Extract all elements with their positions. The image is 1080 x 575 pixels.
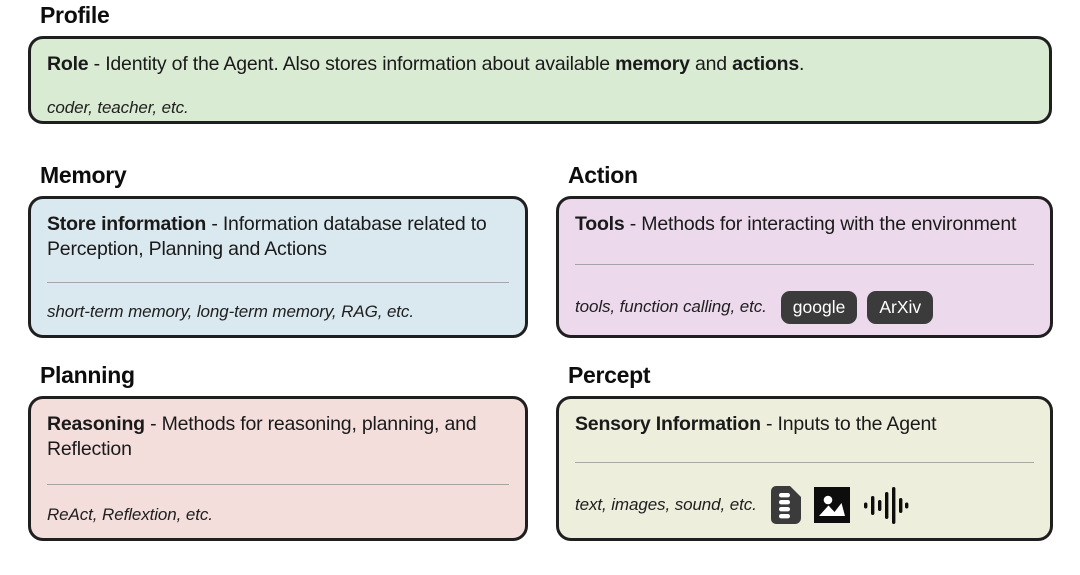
card-action: Tools - Methods for interacting with the… — [556, 196, 1053, 338]
card-title-text: - Methods for interacting with the envir… — [624, 213, 1017, 235]
section-percept: Percept Sensory Information - Inputs to … — [556, 364, 1053, 541]
section-heading-action: Action — [568, 162, 638, 188]
card-divider — [47, 282, 509, 284]
card-title-keyword: Tools — [575, 213, 625, 235]
section-heading-percept: Percept — [568, 362, 651, 388]
card-title-text-mid: and — [689, 53, 733, 75]
section-heading-memory: Memory — [40, 162, 127, 188]
card-divider — [47, 483, 509, 485]
card-footer-memory: short-term memory, long-term memory, RAG… — [47, 302, 509, 322]
card-example-memory: short-term memory, long-term memory, RAG… — [47, 302, 414, 321]
card-profile: Role - Identity of the Agent. Also store… — [28, 36, 1052, 124]
card-planning: Reasoning - Methods for reasoning, plann… — [28, 396, 528, 541]
card-title-text: - Identity of the Agent. Also stores inf… — [88, 53, 616, 75]
card-divider — [575, 462, 1034, 464]
section-heading-planning: Planning — [40, 362, 135, 388]
card-title-memory: Store information - Information database… — [47, 212, 509, 263]
card-title-keyword: Sensory Information — [575, 413, 761, 435]
card-footer-action: tools, function calling, etc. google ArX… — [575, 290, 1034, 324]
card-example-action: tools, function calling, etc. — [575, 297, 767, 317]
card-title-text: - Inputs to the Agent — [760, 413, 937, 435]
card-title-keyword: Reasoning — [47, 413, 145, 435]
card-example-planning: ReAct, Reflextion, etc. — [47, 505, 213, 524]
card-title-keyword: Role — [47, 53, 89, 75]
card-title-action: Tools - Methods for interacting with the… — [575, 212, 1034, 237]
tool-chip-google[interactable]: google — [780, 290, 858, 324]
card-example-percept: text, images, sound, etc. — [575, 495, 757, 514]
card-footer-planning: ReAct, Reflextion, etc. — [47, 505, 509, 525]
section-planning: Planning Reasoning - Methods for reasoni… — [28, 364, 528, 541]
card-footer-percept: text, images, sound, etc. — [575, 485, 1034, 525]
sound-waveform-icon — [863, 485, 909, 525]
card-footer-profile: coder, teacher, etc. — [47, 98, 1033, 118]
card-memory: Store information - Information database… — [28, 196, 528, 338]
card-example-profile: coder, teacher, etc. — [47, 98, 189, 118]
tool-chip-arxiv[interactable]: ArXiv — [867, 290, 934, 324]
card-title-text-end: . — [799, 53, 805, 75]
card-title-text: - Information database related to Percep… — [47, 213, 487, 261]
section-profile: Profile Role - Identity of the Agent. Al… — [28, 4, 1052, 124]
modality-icon-group — [770, 485, 909, 525]
card-title-keyword-memory: memory — [615, 53, 690, 75]
card-title-planning: Reasoning - Methods for reasoning, plann… — [47, 412, 509, 463]
card-divider — [575, 264, 1034, 266]
section-action: Action Tools - Methods for interacting w… — [556, 164, 1053, 338]
section-memory: Memory Store information - Information d… — [28, 164, 528, 338]
image-icon — [813, 487, 850, 523]
section-heading-profile: Profile — [40, 2, 110, 28]
card-percept: Sensory Information - Inputs to the Agen… — [556, 396, 1053, 541]
card-title-keyword: Store information — [47, 213, 207, 235]
tool-chip-group: google ArXiv — [780, 290, 934, 324]
card-title-profile: Role - Identity of the Agent. Also store… — [47, 52, 1033, 77]
card-title-percept: Sensory Information - Inputs to the Agen… — [575, 412, 1034, 437]
card-title-keyword-actions: actions — [732, 53, 800, 75]
card-title-text: - Methods for reasoning, planning, and R… — [47, 413, 477, 461]
document-text-icon — [770, 486, 801, 524]
